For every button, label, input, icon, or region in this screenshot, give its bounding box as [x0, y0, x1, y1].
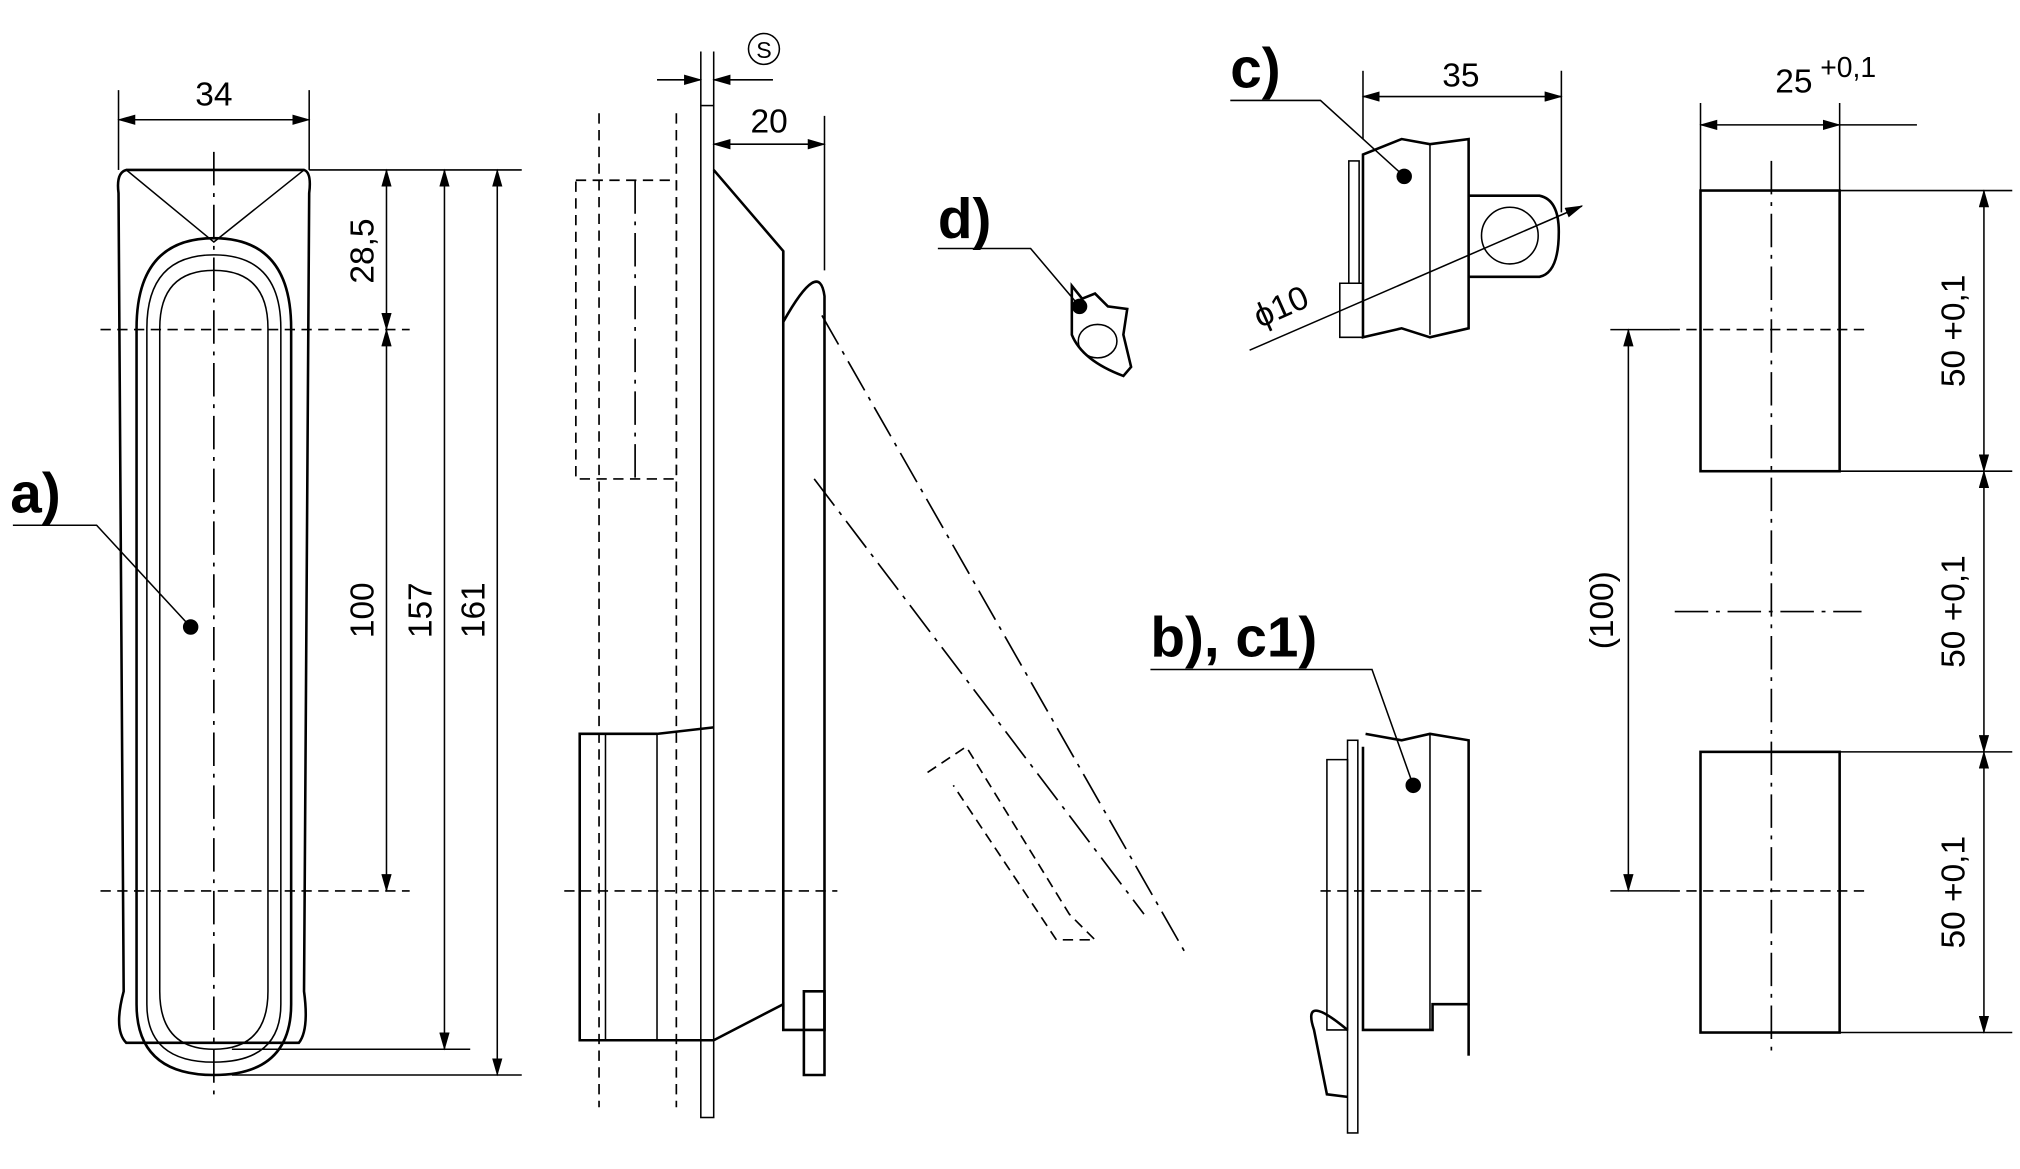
label-a: a) [10, 462, 60, 525]
c-dimensions [1361, 70, 1563, 213]
dim-cutout-h1: 50 +0,1 [1936, 275, 1973, 388]
dim-25: 25 [1775, 64, 1812, 101]
side-view [564, 104, 1186, 1119]
front-dimensions [117, 90, 522, 1077]
dim-sheet-s: S [756, 37, 771, 63]
dim-25-tolerance: +0,1 [1820, 52, 1876, 84]
detail-d [937, 247, 1133, 378]
label-b-c1: b), c1) [1150, 607, 1317, 670]
detail-c [1230, 99, 1584, 351]
side-dimensions [657, 32, 826, 271]
dim-ref-100: (100) [1584, 571, 1621, 649]
dim-34: 34 [195, 77, 232, 114]
dim-161: 161 [455, 582, 492, 638]
label-c: c) [1230, 38, 1280, 101]
cutout-view [1610, 102, 2013, 1059]
label-d: d) [938, 188, 992, 251]
dim-cutout-h3: 50 +0,1 [1936, 836, 1973, 949]
dim-100: 100 [345, 582, 382, 638]
dim-cutout-width: 25+0,1 [1775, 52, 1876, 100]
dim-20: 20 [750, 104, 787, 141]
dim-cutout-h2: 50 +0,1 [1936, 555, 1973, 668]
front-view [12, 151, 410, 1095]
dim-157: 157 [403, 582, 440, 638]
dim-28-5: 28,5 [345, 218, 382, 283]
dim-35: 35 [1442, 57, 1479, 94]
detail-b-c1 [1150, 668, 1485, 1134]
